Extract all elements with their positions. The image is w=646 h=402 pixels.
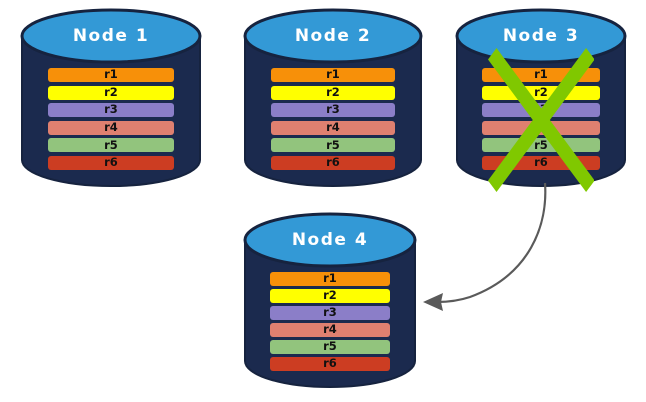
data-row-label: r3 xyxy=(326,102,340,117)
data-row-label: r5 xyxy=(323,339,337,354)
data-row-label: r6 xyxy=(326,155,340,170)
data-row-list: r1 r2 r3 r4 r5 r6 xyxy=(48,68,174,170)
data-row[interactable]: r3 xyxy=(270,102,396,118)
data-row-label: r1 xyxy=(534,67,548,82)
data-row[interactable]: r1 xyxy=(48,68,174,82)
data-row[interactable]: r6 xyxy=(48,155,174,170)
data-row[interactable]: r2 xyxy=(481,84,601,100)
data-row-label: r4 xyxy=(534,120,548,135)
data-row-label: r4 xyxy=(323,322,337,337)
data-row-label: r1 xyxy=(323,271,337,286)
data-row-label: r1 xyxy=(104,67,118,82)
data-row[interactable]: r2 xyxy=(270,84,396,100)
data-row[interactable]: r5 xyxy=(48,137,174,153)
data-row[interactable]: r6 xyxy=(481,155,601,170)
data-row[interactable]: r3 xyxy=(48,102,174,118)
data-row-label: r4 xyxy=(326,120,340,135)
cylinder-top-disc xyxy=(243,8,423,64)
data-row-label: r6 xyxy=(534,155,548,170)
data-row-label: r5 xyxy=(326,137,340,152)
data-row[interactable]: r4 xyxy=(48,120,174,135)
data-row[interactable]: r3 xyxy=(481,102,601,118)
data-row-label: r6 xyxy=(104,155,118,170)
data-row[interactable]: r3 xyxy=(269,305,391,320)
data-row-label: r2 xyxy=(323,288,337,303)
data-row[interactable]: r6 xyxy=(269,356,391,371)
data-row-label: r5 xyxy=(534,137,548,152)
data-row-list: r1 r2 r3 r4 r5 r6 xyxy=(269,271,391,371)
cylinder-top-disc xyxy=(243,212,417,268)
data-row-list: r1 r2 r3 r4 r5 r6 xyxy=(481,67,601,170)
data-row-label: r2 xyxy=(104,84,118,99)
data-row-label: r3 xyxy=(534,102,548,117)
data-row-label: r2 xyxy=(534,84,548,99)
data-row-label: r4 xyxy=(104,120,118,135)
data-row[interactable]: r1 xyxy=(269,271,391,286)
data-row-label: r3 xyxy=(104,102,118,117)
data-row-list: r1 r2 r3 r4 r5 r6 xyxy=(270,67,396,170)
data-row[interactable]: r4 xyxy=(270,120,396,135)
cylinder-top-disc xyxy=(20,8,202,64)
cylinder-top-disc xyxy=(455,8,627,64)
data-row-label: r6 xyxy=(323,356,337,371)
arrow-curve xyxy=(436,182,547,304)
arrow-head xyxy=(423,293,443,311)
data-row[interactable]: r5 xyxy=(270,137,396,153)
data-row[interactable]: r2 xyxy=(48,84,174,100)
data-row[interactable]: r4 xyxy=(481,120,601,135)
data-row-label: r3 xyxy=(323,305,337,320)
data-row[interactable]: r1 xyxy=(481,67,601,82)
data-row[interactable]: r6 xyxy=(270,155,396,170)
data-row-label: r1 xyxy=(326,67,340,82)
data-row[interactable]: r1 xyxy=(270,67,396,82)
data-row[interactable]: r5 xyxy=(481,137,601,153)
data-row[interactable]: r5 xyxy=(269,339,391,354)
data-row[interactable]: r4 xyxy=(269,322,391,337)
data-row-label: r5 xyxy=(104,137,118,152)
data-row[interactable]: r2 xyxy=(269,288,391,303)
data-row-label: r2 xyxy=(326,84,340,99)
